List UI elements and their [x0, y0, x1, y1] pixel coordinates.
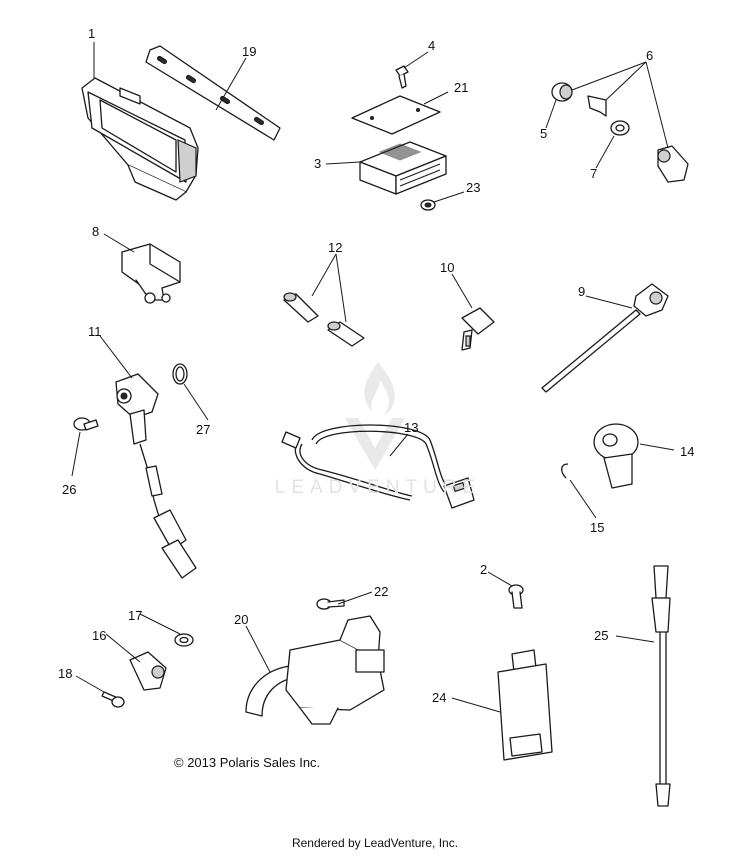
mounting-strap-part: [145, 45, 281, 141]
o-ring-part-27: [172, 363, 188, 385]
callout-1: 1: [88, 26, 95, 41]
callout-9: 9: [578, 284, 585, 299]
callout-14: 14: [680, 444, 694, 459]
connector-cap-part-5: [551, 82, 573, 102]
callout-11: 11: [88, 324, 102, 339]
leader-lines: [71, 42, 675, 713]
callout-27: 27: [196, 422, 210, 437]
clip-part-15: [561, 463, 569, 479]
bolt-part-18: [101, 691, 125, 708]
crank-sensor-part: [115, 373, 197, 579]
grommet-part-7: [610, 120, 630, 136]
copyright-text: © 2013 Polaris Sales Inc.: [174, 755, 321, 770]
callout-24: 24: [432, 690, 446, 705]
cover-plate-part: [351, 95, 441, 135]
callout-25: 25: [594, 628, 608, 643]
relay-part: [497, 649, 553, 761]
callout-18: 18: [58, 666, 72, 681]
callout-10: 10: [440, 260, 454, 275]
callout-21: 21: [454, 80, 468, 95]
callout-3: 3: [314, 156, 321, 171]
callout-23: 23: [466, 180, 480, 195]
washer-part-17: [174, 633, 194, 647]
callout-5: 5: [540, 126, 547, 141]
bolt-part-2: [508, 584, 524, 609]
callout-2: 2: [480, 562, 487, 577]
probe-sensor-part: [541, 283, 669, 393]
screw-part-22: [316, 598, 345, 610]
callout-16: 16: [92, 628, 106, 643]
callout-labels: 1 2 3 4 5 6 7 8 9 10 11 12 13 14 15 16 1…: [58, 26, 694, 705]
watermark-text: LEADVENTURE: [274, 477, 482, 498]
regulator-module-part: [359, 141, 447, 195]
ecu-module-part: [81, 77, 199, 201]
wire-harness-part: [281, 424, 475, 509]
callout-4: 4: [428, 38, 435, 53]
callout-20: 20: [234, 612, 248, 627]
temp-sensor-part: [461, 307, 495, 351]
callout-8: 8: [92, 224, 99, 239]
callout-26: 26: [62, 482, 76, 497]
callout-17: 17: [128, 608, 142, 623]
callout-12: 12: [328, 240, 342, 255]
screw-part-4: [395, 65, 409, 89]
callout-7: 7: [590, 166, 597, 181]
callout-6: 6: [646, 48, 653, 63]
knock-sensor-part: [593, 423, 639, 489]
callout-22: 22: [374, 584, 388, 599]
nut-part-23: [420, 199, 436, 211]
sensor-part-6: [657, 145, 689, 183]
callout-19: 19: [242, 44, 256, 59]
rendered-by-text: Rendered by LeadVenture, Inc.: [291, 836, 459, 850]
valve-assembly-part: [245, 615, 385, 725]
watermark-logo: [345, 362, 405, 470]
map-sensor-part: [121, 243, 181, 304]
callout-15: 15: [590, 520, 604, 535]
key-tab-part: [587, 95, 607, 117]
long-sensor-part: [651, 565, 671, 807]
bolt-part-26: [73, 417, 99, 431]
callout-13: 13: [404, 420, 418, 435]
fuse-holder-part: [283, 292, 365, 347]
